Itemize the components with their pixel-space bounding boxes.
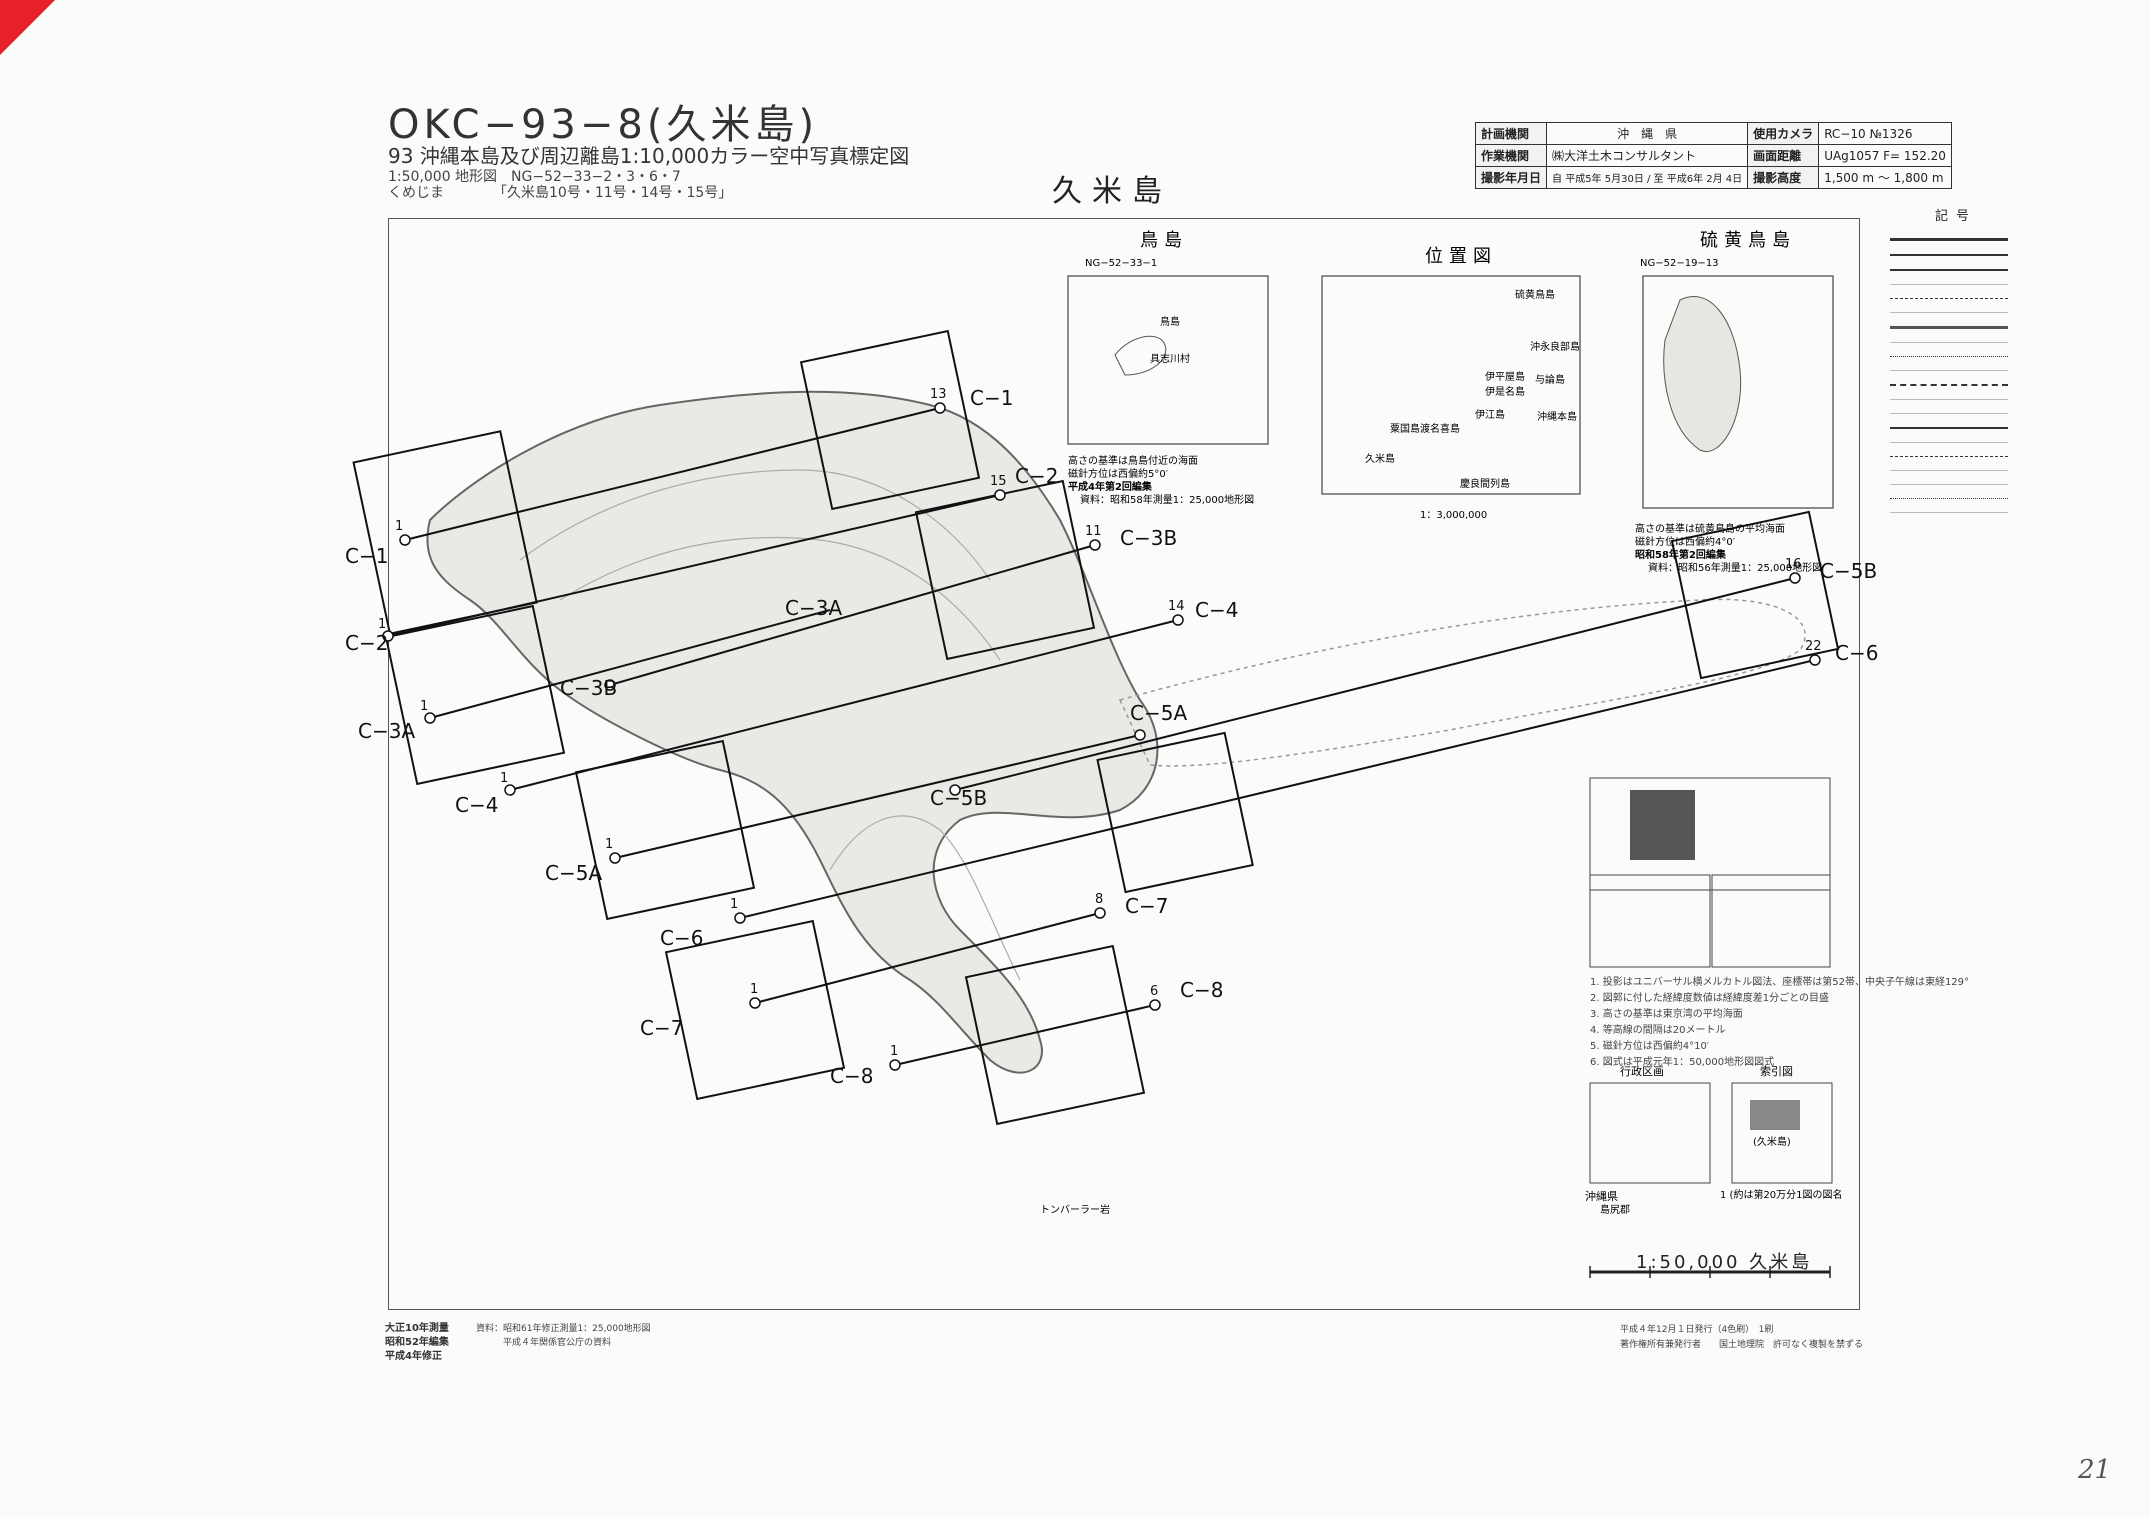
legend-row [1890,457,2008,471]
legend-row [1890,429,2008,443]
map-frame [388,218,1860,1310]
legend-row [1890,329,2008,343]
history-line: 大正10年測量 [385,1323,449,1334]
map-notes: 1. 投影はユニバーサル横メルカトル図法、座標帯は第52帯、中央子午線は東経12… [1590,975,1969,1071]
main-title: OKC−93−8(久米島) [388,102,819,148]
note-item: 5. 磁針方位は西偏約4°10′ [1590,1041,1710,1052]
info-table: 計画機関 沖 縄 県 使用カメラ RC−10 №1326 作業機関 ㈱大洋土木コ… [1474,122,1952,189]
map-reference-2: くめじま 「久米島10号・11号・14号・15号」 [388,185,733,201]
note-item: 4. 等高線の間隔は20メートル [1590,1025,1726,1036]
photo-number: 1 [378,617,386,632]
legend-title: 記号 [1935,209,1978,224]
note-item: 1. 投影はユニバーサル横メルカトル図法、座標帯は第52帯、中央子午線は東経12… [1590,977,1970,988]
info-cell: 使用カメラ [1747,122,1820,145]
info-cell: 撮影年月日 [1474,166,1548,189]
survey-history: 大正10年測量 昭和52年編集 平成4年修正 [385,1322,449,1364]
info-cell: ㈱大洋土木コンサルタント [1546,144,1749,167]
legend-row [1890,299,2008,313]
corner-mark [0,0,55,55]
info-cell: 作業機関 [1474,144,1548,167]
legend-row [1890,256,2008,271]
source-data: 資料：昭和61年修正測量1：25,000地形図 平成４年関係官公庁の資料 [476,1322,651,1350]
legend-row [1890,225,2008,241]
history-line: 平成4年修正 [385,1351,442,1362]
info-cell: RC−10 №1326 [1818,122,1952,145]
source-line: 資料：昭和61年修正測量1：25,000地形図 [476,1324,651,1334]
history-line: 昭和52年編集 [385,1337,449,1348]
info-cell: 撮影高度 [1747,166,1820,189]
legend-row [1890,400,2008,414]
scale-title: 1:50,000 久米島 [1636,1252,1813,1273]
legend-row [1890,414,2008,429]
legend-row [1890,357,2008,371]
info-cell: 自 平成5年 5月30日 / 至 平成6年 2月 4日 [1546,166,1749,189]
info-cell: 画面距離 [1747,144,1820,167]
info-row: 計画機関 沖 縄 県 使用カメラ RC−10 №1326 [1474,122,1952,145]
info-row: 作業機関 ㈱大洋土木コンサルタント 画面距離 UAg1057 F= 152.20 [1474,144,1952,167]
info-cell: UAg1057 F= 152.20 [1818,144,1952,167]
flight-line-label-start: C−2 [345,631,388,655]
note-item: 3. 高さの基準は東京湾の平均海面 [1590,1009,1743,1020]
source-line: 平成４年関係官公庁の資料 [476,1338,612,1348]
legend-row [1890,343,2008,357]
info-cell: 計画機関 [1474,122,1548,145]
legend-row [1890,285,2008,299]
legend-row [1890,271,2008,285]
legend-row [1890,485,2008,499]
flight-line-label-start: C−1 [345,544,388,568]
island-title: 久米島 [1052,174,1172,209]
note-item: 2. 図郭に付した経緯度数値は経緯度差1分ごとの目盛 [1590,993,1829,1004]
legend-row [1890,241,2008,256]
publication-line: 著作権所有兼発行者 国土地理院 許可なく複製を禁ずる [1620,1340,1864,1350]
handwritten-page-number: 21 [2078,1455,2112,1485]
legend-row [1890,386,2008,400]
info-cell: 1,500 m 〜 1,800 m [1818,166,1952,189]
publication-info: 平成４年12月１日発行（4色刷） 1刷 著作権所有兼発行者 国土地理院 許可なく… [1620,1323,1863,1353]
legend-row [1890,499,2008,513]
legend-row [1890,313,2008,329]
legend-row [1890,443,2008,457]
legend-box [1890,225,2008,1045]
info-row: 撮影年月日 自 平成5年 5月30日 / 至 平成6年 2月 4日 撮影高度 1… [1474,166,1952,189]
map-reference-1: 1:50,000 地形図 NG−52−33−2・3・6・7 [388,169,681,185]
note-item: 6. 図式は平成元年1：50,000地形図図式 [1590,1057,1775,1068]
sub-title: 93 沖縄本島及び周辺離島1:10,000カラー空中写真標定図 [388,144,910,168]
legend-row [1890,471,2008,485]
publication-line: 平成４年12月１日発行（4色刷） 1刷 [1620,1325,1774,1335]
legend-row [1890,371,2008,386]
info-cell: 沖 縄 県 [1546,122,1749,145]
